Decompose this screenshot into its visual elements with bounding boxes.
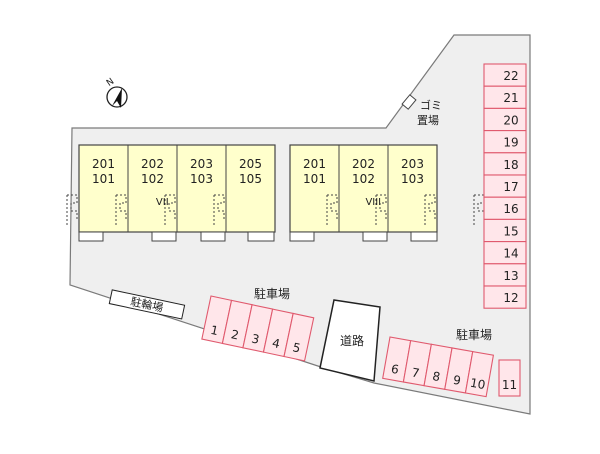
- unit-number-upper: 202: [352, 157, 375, 171]
- building-cutout: [200, 231, 226, 242]
- building-cutout: [151, 231, 177, 242]
- parking-space-number: 14: [503, 247, 518, 261]
- garbage-box-icon: [401, 94, 417, 110]
- parking-space-outline: [464, 350, 495, 398]
- parking-space-bottom: 10: [464, 350, 495, 398]
- parking-space-number: 16: [503, 202, 518, 216]
- unit-number-lower: 102: [141, 172, 164, 186]
- bicycle-parking: 駐輪場: [108, 289, 186, 320]
- bicycle-parking-box: [108, 289, 186, 320]
- parking-space-number: 21: [503, 91, 518, 105]
- building-cutout: [362, 231, 388, 242]
- parking-space-left: 5: [283, 312, 315, 362]
- parking-space-number: 8: [431, 369, 441, 384]
- building-cutout: [289, 231, 315, 242]
- parking-space-number: 18: [503, 158, 518, 172]
- buildings: 201101202102203103205105VII2011012021022…: [66, 144, 485, 242]
- garbage-area: ゴミ 置場: [401, 94, 442, 127]
- parking-space-right: 20: [483, 107, 527, 132]
- parking-space-number: 11: [502, 378, 517, 392]
- stair-symbol: [375, 194, 387, 227]
- parking-space-number: 7: [411, 365, 421, 380]
- building-cutout: [247, 231, 275, 242]
- parking-space-number: 17: [503, 180, 518, 194]
- parking-space-number: 4: [271, 336, 281, 351]
- parking-space-number: 9: [452, 373, 462, 388]
- parking-space-right: 14: [483, 241, 527, 265]
- parking-space-outline: [498, 359, 521, 397]
- compass-label: N: [105, 77, 116, 89]
- parking-space-right: 21: [483, 85, 527, 109]
- parking-space-number: 13: [503, 269, 518, 283]
- building-label: VIII: [365, 197, 381, 208]
- parking-space-number: 6: [390, 362, 400, 377]
- stair-symbol: [164, 194, 176, 227]
- parking-space-right: 12: [483, 285, 527, 309]
- parking-space-right: 17: [483, 174, 527, 198]
- parking-space-right: 13: [483, 263, 527, 287]
- stair-symbol: [213, 194, 225, 227]
- stair-symbol: [66, 194, 78, 227]
- stair-symbol: [424, 194, 436, 227]
- parking-space-number: 12: [503, 291, 518, 305]
- building-label: VII: [156, 197, 169, 208]
- road-area: [319, 299, 381, 382]
- road-label: 道路: [340, 333, 364, 348]
- north-arrow-icon: [112, 88, 122, 108]
- unit-number-lower: 101: [92, 172, 115, 186]
- parking-label-bottom: 駐車場: [456, 327, 492, 342]
- parking-space-right: 19: [483, 130, 527, 154]
- garbage-label-2: 置場: [417, 114, 439, 127]
- parking-space-number: 22: [503, 69, 518, 83]
- unit-number-upper: 201: [303, 157, 326, 171]
- unit-number-lower: 102: [352, 172, 375, 186]
- parking-space-single: 11: [498, 359, 521, 397]
- bicycle-parking-label: 駐輪場: [129, 294, 164, 315]
- parking-space-right: 18: [483, 152, 527, 176]
- parking-space-number: 19: [503, 136, 518, 150]
- building-cutout: [78, 231, 104, 242]
- unit-number-upper: 201: [92, 157, 115, 171]
- unit-number-lower: 101: [303, 172, 326, 186]
- parking-space-number: 3: [250, 332, 260, 347]
- parking-space-right: 16: [483, 196, 527, 220]
- compass: N: [105, 77, 128, 108]
- parking-space-number: 5: [291, 340, 301, 355]
- unit-number-upper: 203: [190, 157, 213, 171]
- parking-space-number: 15: [503, 224, 518, 238]
- unit-number-lower: 103: [190, 172, 213, 186]
- parking-space-right: 15: [483, 218, 527, 243]
- building-outline: [289, 144, 438, 233]
- unit-number-lower: 103: [401, 172, 424, 186]
- unit-number-upper: 203: [401, 157, 424, 171]
- parking-space-number: 1: [209, 323, 219, 338]
- parking-space-number: 2: [230, 327, 240, 342]
- garbage-label-1: ゴミ: [420, 98, 442, 112]
- unit-number-upper: 205: [239, 157, 262, 171]
- unit-number-upper: 202: [141, 157, 164, 171]
- stair-symbol: [115, 194, 127, 227]
- building-cutout: [410, 231, 438, 242]
- parking-space-number: 20: [503, 113, 518, 127]
- unit-number-lower: 105: [239, 172, 262, 186]
- parking-label-left: 駐車場: [254, 286, 290, 301]
- parking-space-outline: [283, 312, 315, 362]
- parking-space-outline: [483, 285, 527, 309]
- stair-symbol: [326, 194, 338, 227]
- parking-space-right: 22: [483, 63, 527, 87]
- parking-space-number: 10: [469, 376, 486, 392]
- compass-circle: [106, 86, 128, 108]
